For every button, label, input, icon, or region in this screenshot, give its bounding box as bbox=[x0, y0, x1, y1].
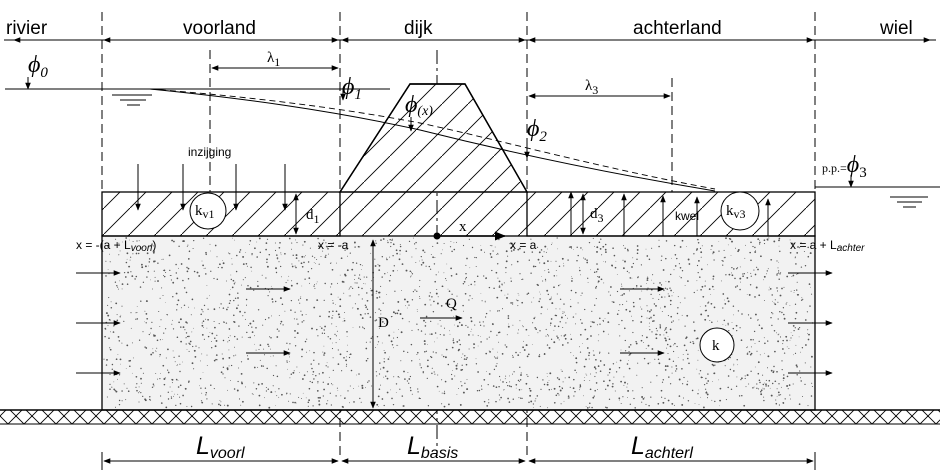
aquifer-sand bbox=[101, 235, 816, 411]
aquifer-flow-arrows bbox=[76, 270, 833, 376]
phreatic-line bbox=[149, 88, 716, 192]
bottom-dimensions bbox=[101, 452, 816, 470]
sand-texture bbox=[103, 237, 814, 409]
zone-wiel: wiel bbox=[879, 18, 913, 39]
base-layer bbox=[0, 410, 940, 424]
kv3-circle bbox=[720, 191, 760, 231]
L-achterl-label: Lachterl bbox=[631, 432, 693, 462]
phi3-label: p.p.=ϕ3 bbox=[822, 152, 867, 181]
k-circle bbox=[699, 327, 735, 363]
d1-label: d1 bbox=[306, 207, 320, 226]
phreatic-line-dashed bbox=[149, 88, 716, 190]
potential-pointers bbox=[25, 77, 854, 188]
phi1-label: ϕ1 bbox=[342, 74, 362, 103]
lambda3-label: λ3 bbox=[585, 78, 598, 97]
x-right-label: x = a + Lachter bbox=[790, 238, 865, 254]
x-a-label: x = a bbox=[510, 238, 537, 252]
lambda-dimensions bbox=[211, 65, 671, 99]
zone-voorland: voorland bbox=[183, 18, 256, 39]
kwel-arrows bbox=[568, 191, 771, 236]
kv1-label: kv1 bbox=[195, 203, 215, 221]
L-basis-label: Lbasis bbox=[407, 432, 458, 462]
k-label: k bbox=[712, 338, 720, 354]
phix-label: ϕ(x) bbox=[405, 92, 433, 119]
kv3-label: kv3 bbox=[726, 203, 746, 221]
inzijging-arrows bbox=[135, 164, 288, 211]
polder-water-marks bbox=[890, 196, 928, 208]
phi0-label: ϕ0 bbox=[28, 52, 48, 81]
kv1-circle bbox=[189, 192, 227, 230]
zone-dijk: dijk bbox=[404, 18, 433, 39]
D-label: D bbox=[378, 315, 389, 331]
kwel-label: kwel bbox=[675, 209, 699, 223]
x-minus-a-label: x = -a bbox=[318, 238, 349, 252]
blanket-achterland bbox=[526, 191, 816, 237]
dike-outline bbox=[339, 83, 528, 193]
x-left-label: x = -(a + Lvoorl) bbox=[76, 238, 156, 254]
phi2-label: ϕ2 bbox=[527, 116, 547, 145]
river-water-marks bbox=[112, 94, 152, 106]
Q-label: Q bbox=[446, 296, 457, 312]
inzijging-label: inzijging bbox=[188, 145, 231, 159]
lambda1-label: λ1 bbox=[267, 50, 280, 69]
L-voorl-label: Lvoorl bbox=[196, 432, 245, 462]
zone-rivier: rivier bbox=[6, 18, 48, 39]
zone-achterland: achterland bbox=[633, 18, 722, 39]
dike-hatch bbox=[340, 84, 527, 236]
x-axis-label: x bbox=[459, 219, 467, 235]
d3-label: d3 bbox=[590, 206, 604, 225]
